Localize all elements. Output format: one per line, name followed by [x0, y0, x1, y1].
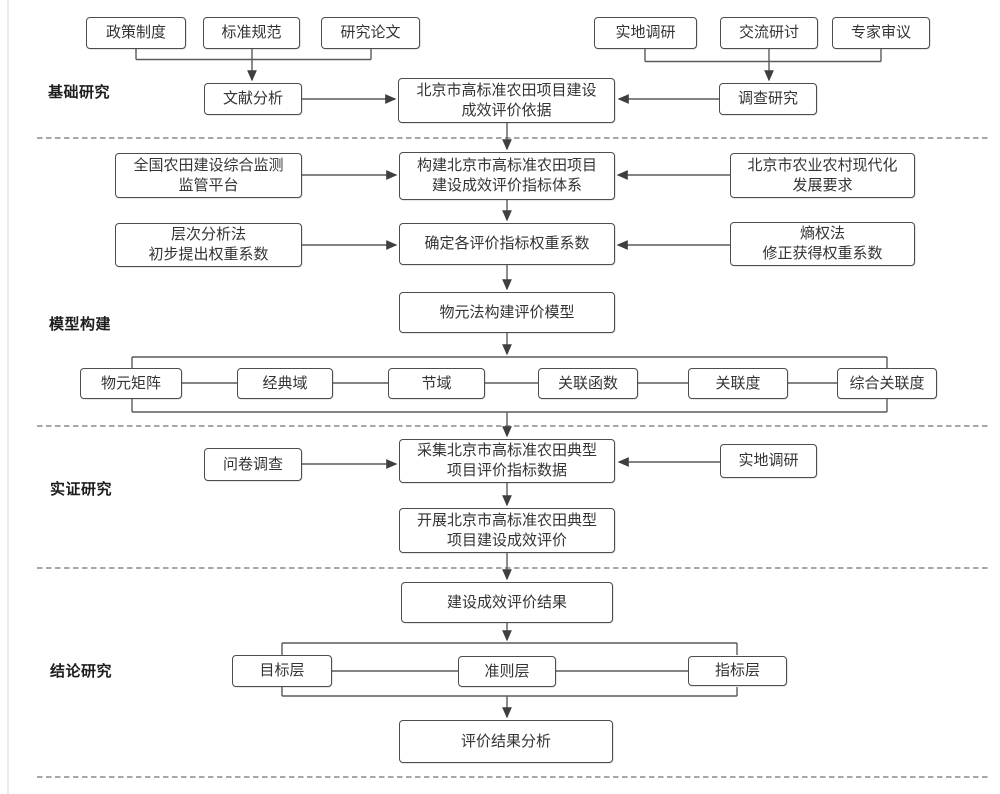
node-segment-domain: 节域: [388, 368, 485, 399]
node-modernization-requirement: 北京市农业农村现代化 发展要求: [730, 153, 915, 198]
node-target-layer: 目标层: [232, 655, 332, 687]
node-policy-system: 政策制度: [86, 17, 186, 49]
node-field-research-mid: 实地调研: [720, 444, 817, 478]
node-determine-weights: 确定各评价指标权重系数: [399, 223, 615, 265]
node-conduct-evaluation: 开展北京市高标准农田典型 项目建设成效评价: [399, 508, 615, 553]
node-field-research-top: 实地调研: [594, 17, 697, 49]
node-questionnaire: 问卷调查: [204, 448, 302, 481]
node-exchange-discuss: 交流研讨: [720, 17, 818, 49]
node-collect-data: 采集北京市高标准农田典型 项目评价指标数据: [399, 439, 615, 483]
phase-label-model: 模型构建: [49, 315, 112, 333]
node-evaluation-basis: 北京市高标准农田项目建设 成效评价依据: [398, 78, 615, 123]
node-ahp-method: 层次分析法 初步提出权重系数: [115, 223, 302, 267]
node-research-paper: 研究论文: [321, 17, 420, 49]
node-correlation-degree: 关联度: [688, 368, 788, 399]
node-indicator-layer: 指标层: [688, 656, 787, 686]
node-criterion-layer: 准则层: [458, 656, 556, 687]
node-survey-research: 调查研究: [719, 83, 817, 115]
phase-separator: [37, 137, 991, 778]
node-classical-domain: 经典域: [237, 368, 333, 399]
node-correlation-function: 关联函数: [538, 368, 638, 399]
node-matter-element-model: 物元法构建评价模型: [399, 292, 615, 333]
phase-label-empirical: 实证研究: [50, 480, 113, 498]
phase-label-conclusion: 结论研究: [50, 662, 113, 680]
node-build-index-system: 构建北京市高标准农田项目 建设成效评价指标体系: [399, 152, 615, 200]
node-standard-spec: 标准规范: [203, 17, 300, 49]
node-result-analysis: 评价结果分析: [399, 720, 613, 763]
node-expert-review: 专家审议: [832, 17, 930, 49]
node-evaluation-result: 建设成效评价结果: [401, 582, 613, 623]
node-monitor-platform: 全国农田建设综合监测 监管平台: [115, 153, 302, 198]
node-matter-element-matrix: 物元矩阵: [80, 368, 182, 399]
node-literature-analysis: 文献分析: [204, 83, 302, 115]
node-entropy-method: 熵权法 修正获得权重系数: [730, 222, 915, 266]
node-comprehensive-correlation: 综合关联度: [837, 368, 937, 399]
phase-label-basic: 基础研究: [48, 83, 111, 101]
